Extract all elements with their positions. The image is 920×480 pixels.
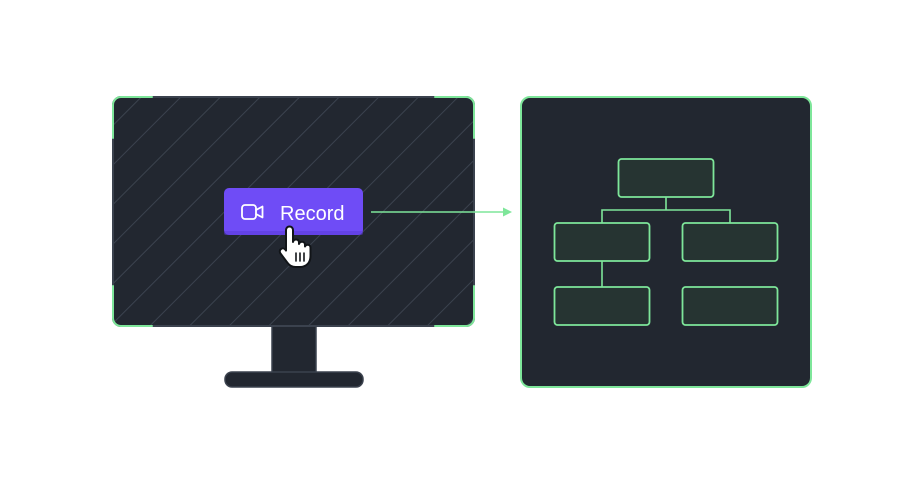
node-child-right [681, 222, 779, 262]
record-button-label: Record [280, 203, 344, 225]
corner-bottom-left [112, 285, 153, 327]
node-grandchild-left [553, 286, 651, 326]
arrow-head-icon [503, 207, 512, 217]
org-chart [553, 158, 779, 326]
connector-root [601, 197, 731, 223]
corner-top-right [434, 96, 475, 139]
monitor: Record [112, 96, 475, 388]
diagram-panel [520, 96, 812, 388]
arrow-connector [371, 207, 512, 217]
node-child-left [553, 222, 651, 262]
hand-pointer-icon [278, 225, 312, 268]
record-button[interactable]: Record [224, 188, 363, 235]
capture-region-corners [112, 96, 475, 327]
monitor-stand-base [224, 371, 364, 388]
video-camera-icon [241, 204, 264, 220]
corner-bottom-right [434, 285, 475, 327]
node-grandchild-right [681, 286, 779, 326]
corner-top-left [112, 96, 153, 139]
node-root [617, 158, 715, 198]
monitor-stand-neck [271, 321, 317, 377]
